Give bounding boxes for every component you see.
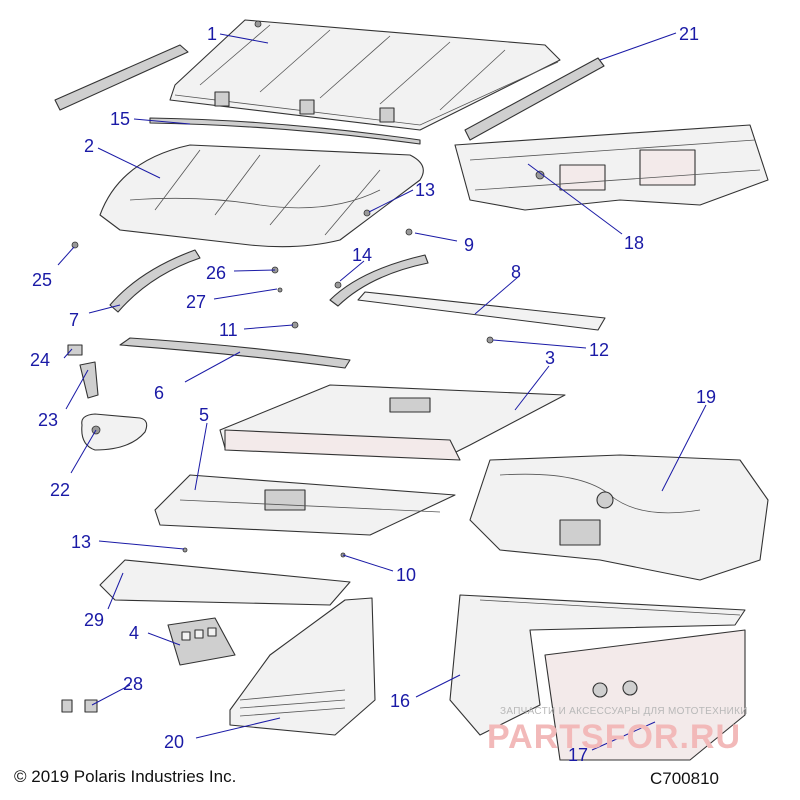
callout-label: 6 <box>154 383 164 403</box>
callout-label: 25 <box>32 270 52 290</box>
part-roof-panel <box>169 19 561 131</box>
callout-label: 18 <box>624 233 644 253</box>
callout-label: 5 <box>199 405 209 425</box>
part-left-panel <box>449 594 746 736</box>
part-dash-frame <box>454 124 769 211</box>
callout-label: 14 <box>352 245 372 265</box>
part-side-trim-right <box>329 254 429 307</box>
callout-label: 9 <box>464 235 474 255</box>
callout-label: 19 <box>696 387 716 407</box>
callout-labels: 1 2 3 4 5 6 7 8 9 10 11 12 13 13 14 15 1… <box>30 24 716 765</box>
part-switch-panel <box>167 617 236 666</box>
diagram-id: C700810 <box>650 769 720 788</box>
callout-label: 21 <box>679 24 699 44</box>
part-floor-tray <box>154 474 456 536</box>
callout-label: 7 <box>69 310 79 330</box>
part-cross-bar <box>357 291 606 331</box>
part-dashboard-lower <box>469 454 769 581</box>
callout-label: 15 <box>110 109 130 129</box>
part-header-trim <box>119 337 351 369</box>
part-grab-clips <box>61 699 98 713</box>
callout-label: 10 <box>396 565 416 585</box>
part-floor-liner <box>219 384 566 461</box>
callout-label: 11 <box>219 320 238 340</box>
callout-label: 29 <box>84 610 104 630</box>
part-mirror-bracket <box>79 361 99 399</box>
callout-label: 12 <box>589 340 609 360</box>
callout-label: 4 <box>129 623 139 643</box>
callout-label: 23 <box>38 410 58 430</box>
part-center-console <box>229 597 376 736</box>
hardware-fasteners <box>71 209 494 558</box>
callout-label: 27 <box>186 292 206 312</box>
leader-lines <box>57 32 707 751</box>
callout-label: 17 <box>568 745 588 765</box>
copyright-text: © 2019 Polaris Industries Inc. <box>14 767 237 786</box>
callout-label: 16 <box>390 691 410 711</box>
part-seal-strip <box>149 117 421 145</box>
callout-label: 20 <box>164 732 184 752</box>
part-right-panel <box>544 629 746 761</box>
callout-label: 2 <box>84 136 94 156</box>
part-bracket-clip <box>67 344 83 356</box>
part-roof-rails <box>54 44 605 141</box>
callout-label: 8 <box>511 262 521 282</box>
part-mirror <box>81 413 148 451</box>
part-headliner <box>99 144 424 248</box>
part-side-trim-left <box>109 249 201 313</box>
callout-label: 1 <box>207 24 217 44</box>
callout-label: 24 <box>30 350 50 370</box>
callout-label: 13 <box>415 180 435 200</box>
callout-label: 13 <box>71 532 91 552</box>
watermark-tagline: ЗАПЧАСТИ И АКСЕССУАРЫ ДЛЯ МОТОТЕХНИКИ <box>500 706 748 717</box>
callout-label: 3 <box>545 348 555 368</box>
callout-label: 28 <box>123 674 143 694</box>
part-lower-trim <box>99 559 351 606</box>
callout-label: 26 <box>206 263 226 283</box>
callout-label: 22 <box>50 480 70 500</box>
watermark-brand: PARTSFOR.RU <box>487 718 742 756</box>
